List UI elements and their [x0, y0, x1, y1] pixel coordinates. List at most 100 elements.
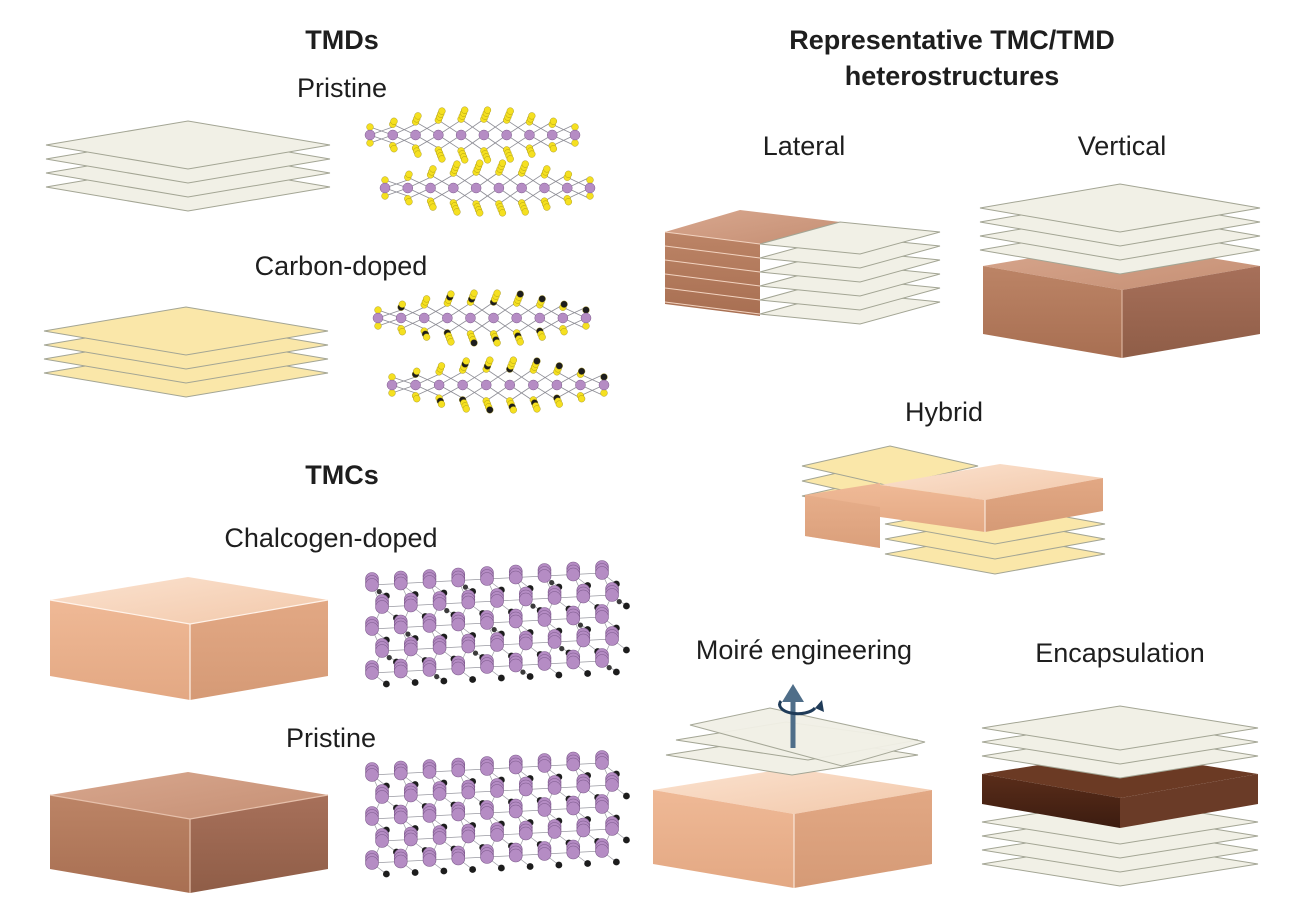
metal-atom	[432, 641, 447, 655]
tmcs-pristine-label: Pristine	[286, 723, 376, 753]
chalcogen-atom	[498, 209, 507, 217]
metal-atom	[410, 379, 421, 391]
metal-atom	[537, 803, 552, 817]
metal-atom	[393, 576, 408, 591]
metal-atom	[561, 182, 573, 194]
metal-atom	[432, 787, 447, 801]
carbon-atom	[526, 673, 534, 680]
metal-atom	[508, 658, 523, 673]
chalcogen-atom	[476, 159, 484, 167]
metal-atom	[442, 312, 453, 324]
tmd-pristine-atomic-structure	[364, 106, 596, 217]
metal-atom	[547, 825, 562, 839]
carbon-atom	[533, 357, 541, 365]
pristine-sheet	[45, 120, 331, 170]
chalcogen-atom	[386, 655, 392, 661]
metal-atom	[595, 566, 609, 580]
carbon-atom	[526, 863, 534, 870]
chalcogen-atom	[447, 338, 455, 346]
lateral-label: Lateral	[763, 131, 846, 161]
metal-atom	[451, 617, 466, 632]
chalcogen-atom	[509, 356, 517, 364]
bond-lines	[391, 368, 605, 402]
metal-atom	[569, 129, 581, 141]
metal-atom	[480, 616, 494, 630]
chalcogen-atom	[582, 322, 590, 330]
chalcogen-atom	[549, 117, 558, 125]
metal-atom	[537, 569, 552, 583]
metal-atom	[365, 768, 379, 782]
metal-atom	[404, 832, 418, 847]
chalcogen-atom	[560, 328, 568, 336]
chalcogen-atom	[462, 584, 469, 590]
metal-atom	[451, 851, 466, 866]
metal-atom	[387, 129, 399, 141]
chalcogen-atom	[528, 112, 536, 120]
metal-atom	[605, 822, 619, 836]
metal-atom	[566, 655, 581, 670]
chalcogen-atom	[429, 165, 437, 173]
metal-atom	[528, 379, 539, 391]
chalcogen-atom	[483, 156, 492, 164]
metal-atom	[393, 766, 408, 781]
chalcogen-atom	[438, 155, 446, 163]
metal-atom	[465, 312, 476, 324]
carbon-atom	[582, 306, 590, 314]
chalcogen-atom	[381, 176, 389, 184]
carbon-atom	[560, 300, 568, 308]
tmds-carbon-doped-label: Carbon-doped	[255, 251, 428, 281]
metal-atom	[365, 578, 379, 592]
carbon-atom	[555, 861, 563, 869]
chalcogen-atom	[453, 160, 461, 168]
metal-atom	[365, 856, 379, 870]
metal-atom	[478, 129, 490, 141]
metal-atom	[480, 762, 494, 776]
encapsulation-label: Encapsulation	[1035, 638, 1205, 668]
metal-atom	[461, 639, 476, 654]
carbon-atom	[382, 680, 390, 688]
metal-atom	[566, 801, 581, 816]
metal-atom	[386, 379, 398, 391]
metal-atom	[508, 804, 523, 819]
tmc-chalcogen-doped-block	[49, 577, 329, 700]
carbon-atom	[382, 870, 390, 878]
carbon-atom	[470, 339, 478, 347]
metal-atom	[595, 654, 609, 668]
metal-atom	[461, 829, 476, 844]
metal-atom	[432, 597, 447, 611]
carbon-atom	[440, 677, 448, 685]
chalcogen-atom	[376, 589, 382, 595]
chalcogen-atom	[521, 160, 529, 168]
metal-atom	[402, 182, 414, 194]
carbon-atom	[612, 668, 620, 676]
chalcogen-atom	[549, 580, 555, 586]
metal-atom	[375, 834, 389, 848]
chalcogen-atom	[498, 159, 507, 167]
metal-atom	[393, 854, 408, 869]
metal-atom	[519, 636, 533, 651]
metal-atom	[364, 129, 376, 141]
metal-atom	[524, 129, 535, 141]
metal-atom	[432, 831, 447, 845]
metal-atom	[519, 592, 533, 607]
carbon-atom	[411, 679, 419, 686]
metal-atom	[433, 129, 444, 141]
chalcogen-atom	[413, 395, 421, 403]
chalcogen-atom	[600, 389, 608, 397]
chalcogen-atom	[390, 145, 398, 153]
chalcogen-atom	[476, 209, 484, 217]
carbon-atom	[623, 836, 630, 844]
metal-atom	[576, 823, 591, 838]
metal-atom	[508, 570, 523, 585]
metal-atom	[393, 620, 408, 635]
chalcogen-atom	[472, 650, 479, 656]
chalcogen-atom	[461, 156, 469, 164]
metal-atom	[433, 379, 445, 391]
chalcogen-atom	[437, 362, 446, 370]
chalcogen-atom	[444, 608, 450, 614]
metal-atom	[455, 129, 467, 141]
vertical-label: Vertical	[1078, 131, 1167, 161]
metal-atom	[493, 182, 505, 194]
metal-atom	[404, 598, 418, 613]
